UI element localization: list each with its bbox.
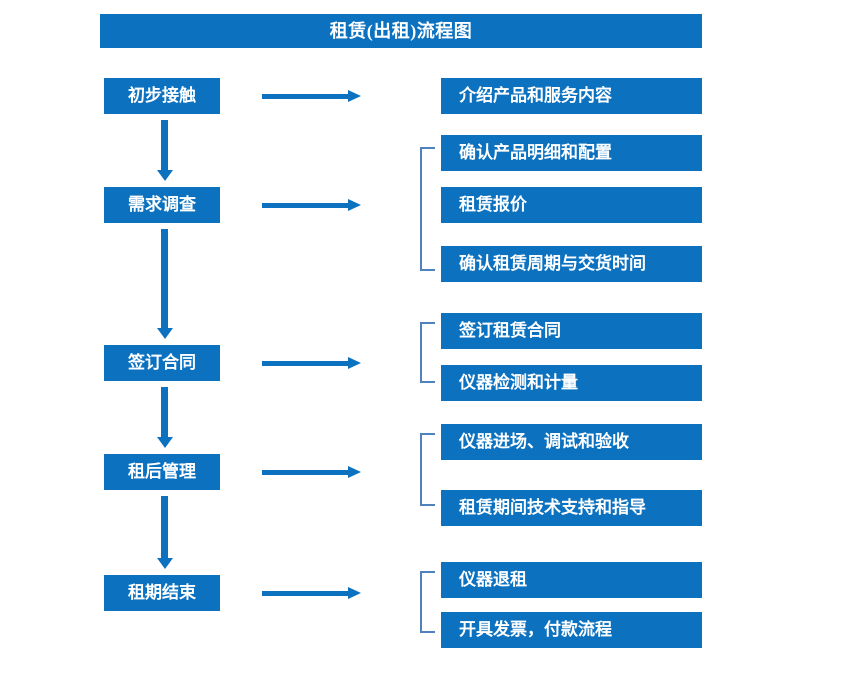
detail-box-3[interactable]: 租赁报价 [441, 187, 702, 223]
right-arrow-icon-3 [262, 356, 362, 370]
right-arrow-icon-1 [262, 89, 362, 103]
detail-box-10[interactable]: 开具发票，付款流程 [441, 612, 702, 648]
right-arrow-icon-4 [262, 465, 362, 479]
stage-box-3[interactable]: 签订合同 [104, 345, 220, 381]
down-arrow-icon-3 [156, 387, 174, 448]
group-bracket-2 [420, 322, 435, 383]
page-title: 租赁(出租)流程图 [100, 14, 702, 48]
detail-box-1[interactable]: 介绍产品和服务内容 [441, 78, 702, 114]
detail-box-9[interactable]: 仪器退租 [441, 562, 702, 598]
detail-box-8[interactable]: 租赁期间技术支持和指导 [441, 490, 702, 526]
group-bracket-3 [420, 433, 435, 506]
right-arrow-icon-5 [262, 586, 362, 600]
detail-box-4[interactable]: 确认租赁周期与交货时间 [441, 246, 702, 282]
detail-box-2[interactable]: 确认产品明细和配置 [441, 135, 702, 171]
down-arrow-icon-2 [156, 229, 174, 339]
detail-box-6[interactable]: 仪器检测和计量 [441, 365, 702, 401]
stage-box-1[interactable]: 初步接触 [104, 78, 220, 114]
stage-box-4[interactable]: 租后管理 [104, 454, 220, 490]
stage-box-2[interactable]: 需求调查 [104, 187, 220, 223]
detail-box-5[interactable]: 签订租赁合同 [441, 313, 702, 349]
down-arrow-icon-1 [156, 120, 174, 181]
group-bracket-1 [420, 147, 435, 271]
detail-box-7[interactable]: 仪器进场、调试和验收 [441, 424, 702, 460]
down-arrow-icon-4 [156, 496, 174, 569]
right-arrow-icon-2 [262, 198, 362, 212]
group-bracket-4 [420, 571, 435, 633]
stage-box-5[interactable]: 租期结束 [104, 575, 220, 611]
